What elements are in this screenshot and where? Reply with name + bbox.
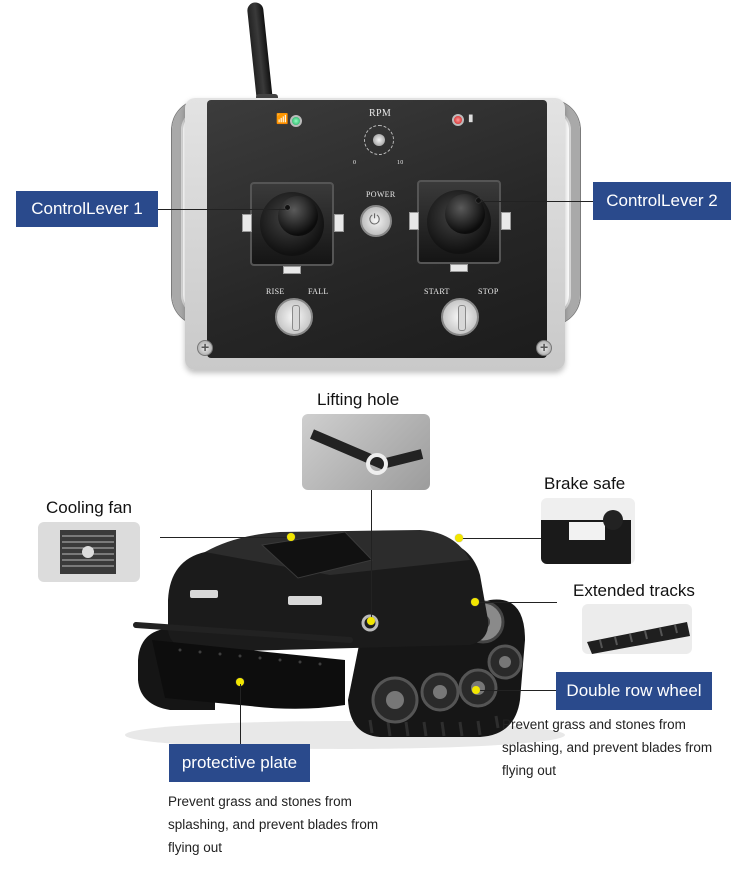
power-button[interactable] [360, 205, 392, 237]
rpm-knob[interactable] [364, 125, 394, 155]
plate-rivets [178, 648, 322, 666]
description-line: Prevent grass and stones from [168, 794, 352, 809]
brake-safe-thumbnail [541, 498, 635, 564]
double-row-wheels [371, 644, 523, 724]
joystick-boot [260, 192, 324, 256]
description-line: Prevent grass and stones from [502, 717, 686, 732]
sprocket [461, 600, 505, 644]
rise-fall-switch[interactable] [275, 298, 313, 336]
protective-plate-description: Prevent grass and stones from splashing,… [168, 790, 413, 859]
control-lever-2-label: ControlLever 2 [593, 182, 731, 220]
brake-safe-label: Brake safe [544, 474, 626, 493]
description-line: flying out [168, 840, 223, 855]
lever-tab [283, 266, 301, 274]
fall-label: FALL [308, 287, 329, 296]
leader-line [478, 690, 556, 691]
signal-led-icon [290, 115, 302, 127]
headlight [288, 596, 322, 605]
brake-safe-detail [541, 510, 631, 564]
rpm-scale-min: 0 [353, 160, 357, 166]
description-line: splashing, and prevent blades from [502, 740, 713, 755]
screw-icon [536, 339, 552, 356]
leader-line [459, 538, 541, 539]
front-track [138, 628, 215, 710]
rpm-scale-max: 10 [397, 160, 404, 166]
bumper-bar [133, 622, 353, 643]
start-label: START [424, 287, 450, 296]
cooling-fan-label: Cooling fan [46, 498, 133, 517]
lever-tab [501, 212, 511, 230]
protective-plate [152, 640, 345, 709]
headlight [190, 590, 218, 598]
power-label: POWER [366, 190, 396, 199]
marker-dot [367, 617, 375, 625]
lever-tab [450, 264, 468, 272]
cooling-fan-cover [260, 531, 373, 579]
leader-line [240, 684, 241, 744]
leader-line [371, 490, 372, 622]
fan-grille-icon [60, 530, 116, 574]
joystick-knob[interactable] [278, 196, 318, 236]
remote-controller: 📶 ▮ RPM 0 10 POWER RISE FALL START STOP [0, 0, 750, 380]
rpm-label: RPM [369, 108, 392, 119]
control-lever-2[interactable] [417, 180, 501, 264]
control-lever-1[interactable] [250, 182, 334, 266]
extended-tracks-thumbnail [582, 604, 692, 654]
marker-dot [471, 598, 479, 606]
lifting-hole-thumbnail [302, 414, 430, 490]
power-led-icon [452, 114, 464, 126]
lifting-hole-detail [310, 429, 424, 475]
marker-dot [455, 534, 463, 542]
marker-dot [287, 533, 295, 541]
marker-dot [472, 686, 480, 694]
lever-tab [334, 214, 344, 232]
control-lever-1-label: ControlLever 1 [16, 191, 158, 227]
leader-line [478, 201, 593, 202]
start-stop-switch[interactable] [441, 298, 479, 336]
leader-line [160, 537, 288, 538]
mower-body [168, 540, 489, 652]
leader-line [477, 602, 557, 603]
lever-tab [409, 212, 419, 230]
leader-line [158, 209, 286, 210]
protective-plate-label: protective plate [169, 744, 310, 782]
double-row-wheel-description: Prevent grass and stones from splashing,… [502, 713, 747, 782]
marker-dot [285, 205, 290, 210]
lifting-hole-label: Lifting hole [317, 390, 400, 409]
joystick-boot [427, 190, 491, 254]
marker-dot [476, 198, 481, 203]
track-treads [368, 715, 500, 737]
rise-label: RISE [266, 287, 285, 296]
antenna [246, 1, 273, 103]
marker-dot [236, 678, 244, 686]
description-line: splashing, and prevent blades from [168, 817, 379, 832]
battery-icon: ▮ [468, 113, 474, 124]
screw-icon [197, 339, 213, 356]
extended-tracks-label: Extended tracks [573, 581, 695, 600]
stop-label: STOP [478, 287, 499, 296]
description-line: flying out [502, 763, 557, 778]
double-row-wheel-label: Double row wheel [556, 672, 712, 710]
cooling-fan-thumbnail [38, 522, 140, 582]
lever-tab [242, 214, 252, 232]
signal-icon: 📶 [276, 114, 289, 125]
track-detail [587, 622, 690, 654]
